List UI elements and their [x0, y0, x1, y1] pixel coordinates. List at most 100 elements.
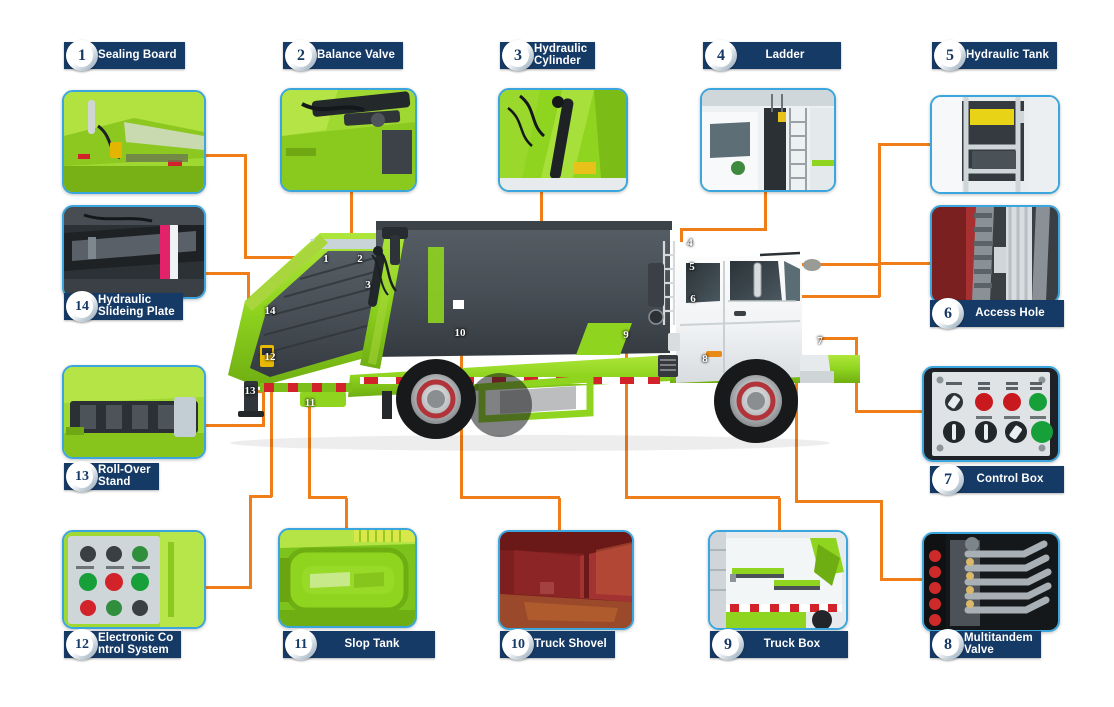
label-text-7: Control Box	[976, 472, 1044, 485]
label-number-11: 11	[283, 629, 319, 660]
thumbnail-12-photo	[64, 532, 204, 627]
thumbnail-14-photo	[64, 207, 204, 297]
thumbnail-1-sealing-board[interactable]	[62, 90, 206, 194]
thumbnail-5-photo	[932, 97, 1058, 192]
thumbnail-9-truck-box[interactable]	[708, 530, 848, 630]
connector-1-segment	[200, 154, 247, 157]
label-plate-8[interactable]: Multitandem Valve 8	[930, 629, 1041, 660]
connector-12-segment	[270, 358, 273, 497]
label-text-3: Hydraulic Cylinder	[534, 43, 588, 67]
connector-14-segment	[247, 272, 250, 306]
truck-marker-13: 13	[244, 385, 256, 397]
thumbnail-1-photo	[64, 92, 204, 192]
label-number-6: 6	[930, 298, 966, 329]
truck-marker-4: 4	[687, 237, 693, 249]
connector-11-segment	[308, 496, 347, 499]
label-number-14: 14	[64, 291, 100, 322]
label-number-3: 3	[500, 40, 536, 71]
label-text-6: Access Hole	[975, 306, 1045, 319]
thumbnail-9-photo	[710, 532, 846, 628]
thumbnail-13-photo	[64, 367, 204, 457]
label-plate-4[interactable]: Ladder 4	[703, 40, 841, 71]
truck-illustration: 1 2 3 4 5 6 7 8 9 10 11 12 13 14	[200, 205, 900, 455]
label-plate-2[interactable]: Balance Valve 2	[283, 40, 404, 71]
label-plate-13[interactable]: Roll-Over Stand 13	[64, 461, 159, 492]
label-number-7: 7	[930, 464, 966, 495]
label-text-8: Multitandem Valve	[964, 632, 1033, 656]
label-text-2: Balance Valve	[317, 48, 396, 61]
thumbnail-3-photo	[500, 90, 626, 190]
truck-marker-9: 9	[623, 329, 629, 341]
label-number-10: 10	[500, 629, 536, 660]
connector-1-segment	[244, 256, 316, 259]
label-plate-6[interactable]: Access Hole 6	[930, 298, 1064, 329]
label-text-1: Sealing Board	[98, 48, 177, 61]
thumbnail-6-photo	[932, 207, 1058, 302]
label-text-13: Roll-Over Stand	[98, 464, 151, 488]
label-text-9: Truck Box	[763, 637, 821, 650]
truck-marker-12: 12	[264, 351, 276, 363]
thumbnail-6-access-hole[interactable]	[930, 205, 1060, 304]
label-plate-1[interactable]: Sealing Board 1	[64, 40, 185, 71]
thumbnail-12-electronic-control-system[interactable]	[62, 530, 206, 629]
thumbnail-10-truck-shovel[interactable]	[498, 530, 634, 630]
connector-8-segment	[880, 578, 924, 581]
label-number-1: 1	[64, 40, 100, 71]
label-text-5: Hydraulic Tank	[966, 48, 1049, 61]
label-text-11: Slop Tank	[344, 637, 400, 650]
connector-7-segment	[855, 410, 922, 413]
thumbnail-7-photo	[924, 368, 1058, 460]
label-plate-11[interactable]: Slop Tank 11	[283, 629, 435, 660]
thumbnail-8-photo	[924, 534, 1058, 630]
label-plate-5[interactable]: Hydraulic Tank 5	[932, 40, 1057, 71]
connector-4-segment	[680, 228, 683, 242]
label-number-9: 9	[710, 629, 746, 660]
connector-12-segment	[249, 495, 272, 498]
connector-5-segment	[878, 143, 932, 146]
thumbnail-13-roll-over-stand[interactable]	[62, 365, 206, 459]
truck-marker-5: 5	[689, 261, 695, 273]
connector-4-segment	[764, 190, 767, 230]
label-plate-9[interactable]: Truck Box 9	[710, 629, 848, 660]
thumbnail-7-control-box[interactable]	[922, 366, 1060, 462]
connector-5-segment	[878, 143, 881, 265]
thumbnail-5-hydraulic-tank[interactable]	[930, 95, 1060, 194]
truck-marker-3: 3	[365, 279, 371, 291]
thumbnail-3-hydraulic-cylinder[interactable]	[498, 88, 628, 192]
connector-10-segment	[460, 496, 560, 499]
connector-11-segment	[308, 404, 311, 498]
connector-8-segment	[880, 500, 883, 580]
connector-2-segment	[350, 190, 353, 258]
thumbnail-4-ladder[interactable]	[700, 88, 836, 192]
truck-marker-10: 10	[454, 327, 466, 339]
truck-marker-1: 1	[323, 253, 329, 265]
truck-marker-7: 7	[817, 335, 823, 347]
truck-marker-11: 11	[304, 397, 316, 409]
thumbnail-2-balance-valve[interactable]	[280, 88, 417, 192]
thumbnail-14-hydraulic-slideing-plate[interactable]	[62, 205, 206, 299]
label-text-14: Hydraulic Slideing Plate	[98, 294, 175, 318]
label-number-5: 5	[932, 40, 968, 71]
label-plate-14[interactable]: Hydraulic Slideing Plate 14	[64, 291, 183, 322]
thumbnail-11-photo	[280, 530, 415, 626]
label-text-12: Electronic Co ntrol System	[98, 632, 174, 656]
truck-marker-14: 14	[264, 305, 276, 317]
label-plate-12[interactable]: Electronic Co ntrol System 12	[64, 629, 182, 660]
connector-6-segment	[878, 262, 932, 265]
label-plate-10[interactable]: Truck Shovel 10	[500, 629, 615, 660]
label-plate-7[interactable]: Control Box 7	[930, 464, 1064, 495]
label-text-10: Truck Shovel	[534, 637, 607, 650]
connector-7-segment	[820, 337, 857, 340]
thumbnail-8-multitandem-valve[interactable]	[922, 532, 1060, 632]
connector-14-segment	[200, 272, 250, 275]
thumbnail-2-photo	[282, 90, 415, 190]
thumbnail-11-slop-tank[interactable]	[278, 528, 417, 628]
truck-svg	[228, 221, 860, 451]
connector-9-segment	[625, 336, 628, 498]
connector-1-segment	[244, 154, 247, 258]
truck-marker-2: 2	[357, 253, 363, 265]
label-plate-3[interactable]: Hydraulic Cylinder 3	[500, 40, 596, 71]
connector-8-segment	[795, 500, 882, 503]
connector-13-segment	[200, 424, 265, 427]
